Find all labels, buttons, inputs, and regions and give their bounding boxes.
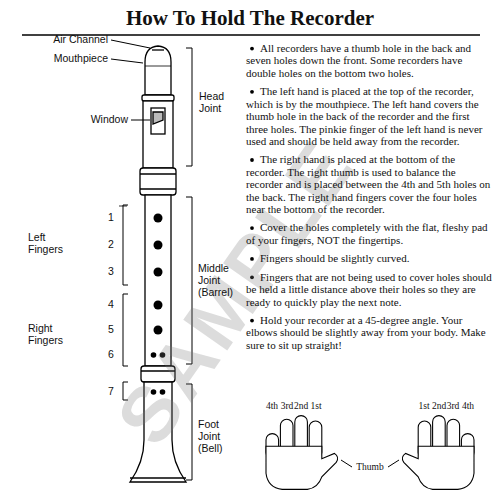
finger-label: 2nd [430, 401, 448, 411]
callout-number: 5 [104, 323, 118, 335]
left-hand [266, 416, 338, 490]
recorder [145, 66, 171, 67]
finger-holes [154, 214, 163, 223]
part-label: Mouthpiece [20, 52, 108, 64]
leader-lines [131, 120, 150, 121]
callout-number: 6 [104, 348, 118, 360]
callout-number: 7 [104, 385, 118, 397]
recorder [140, 188, 176, 189]
recorder [140, 168, 176, 195]
finger-holes [154, 241, 163, 250]
finger-label: 4th [459, 401, 477, 411]
instruction: Hold your recorder at a 45-degree angle.… [246, 314, 492, 351]
part-label: Head Joint [199, 90, 241, 114]
leader-lines [111, 40, 150, 120]
leader-lines [111, 59, 143, 63]
finger-label: 4th [263, 401, 281, 411]
instruction: Fingers should be slightly curved. [246, 252, 492, 264]
finger-label: 1st [415, 401, 433, 411]
recorder [140, 173, 176, 174]
recorder [153, 112, 163, 124]
recorder [130, 477, 186, 478]
recorder [142, 95, 174, 101]
brackets [123, 205, 128, 285]
instruction: All recorders have a thumb hole in the b… [246, 42, 492, 79]
title: How To Hold The Recorder [0, 6, 500, 31]
callout-number: 4 [104, 298, 118, 310]
finger-label: 2nd [292, 401, 310, 411]
part-label: Middle Joint (Barrel) [198, 262, 242, 298]
right-hand [402, 416, 474, 490]
brackets [119, 206, 127, 207]
recorder [151, 108, 165, 134]
finger-label: 1st [307, 401, 325, 411]
palm [402, 446, 474, 489]
brackets [186, 48, 192, 166]
thumb-leaders [341, 460, 352, 467]
instruction: The right hand is placed at the bottom o… [246, 153, 492, 215]
leader-lines [111, 40, 150, 48]
bullet [250, 90, 254, 94]
brackets [123, 294, 128, 366]
bullet [250, 47, 254, 51]
callout-number: 2 [104, 238, 118, 250]
part-label: Air Channel [20, 33, 108, 45]
thumb-leaders [388, 460, 399, 467]
hands [266, 416, 474, 490]
finger-holes [154, 268, 163, 277]
finger-label: 3rd [278, 401, 296, 411]
thumb-label: Thumb [350, 462, 390, 472]
bullet [250, 158, 254, 162]
recorder [145, 46, 171, 95]
part-label: Foot Joint (Bell) [198, 418, 238, 454]
recorder [152, 49, 164, 50]
group-label: Right Fingers [28, 322, 78, 346]
group-label: Left Fingers [28, 231, 78, 255]
instruction: The left hand is placed at the top of th… [246, 85, 492, 147]
instruction: Fingers that are not being used to cover… [246, 271, 492, 308]
recorder [143, 101, 173, 168]
finger-holes [154, 301, 163, 310]
callout-number: 1 [104, 211, 118, 223]
part-label: Window [20, 113, 128, 125]
callout-number: 3 [104, 265, 118, 277]
palm [266, 446, 338, 489]
finger-label: 3rd [444, 401, 462, 411]
instruction: Cover the holes completely with the flat… [246, 221, 492, 246]
